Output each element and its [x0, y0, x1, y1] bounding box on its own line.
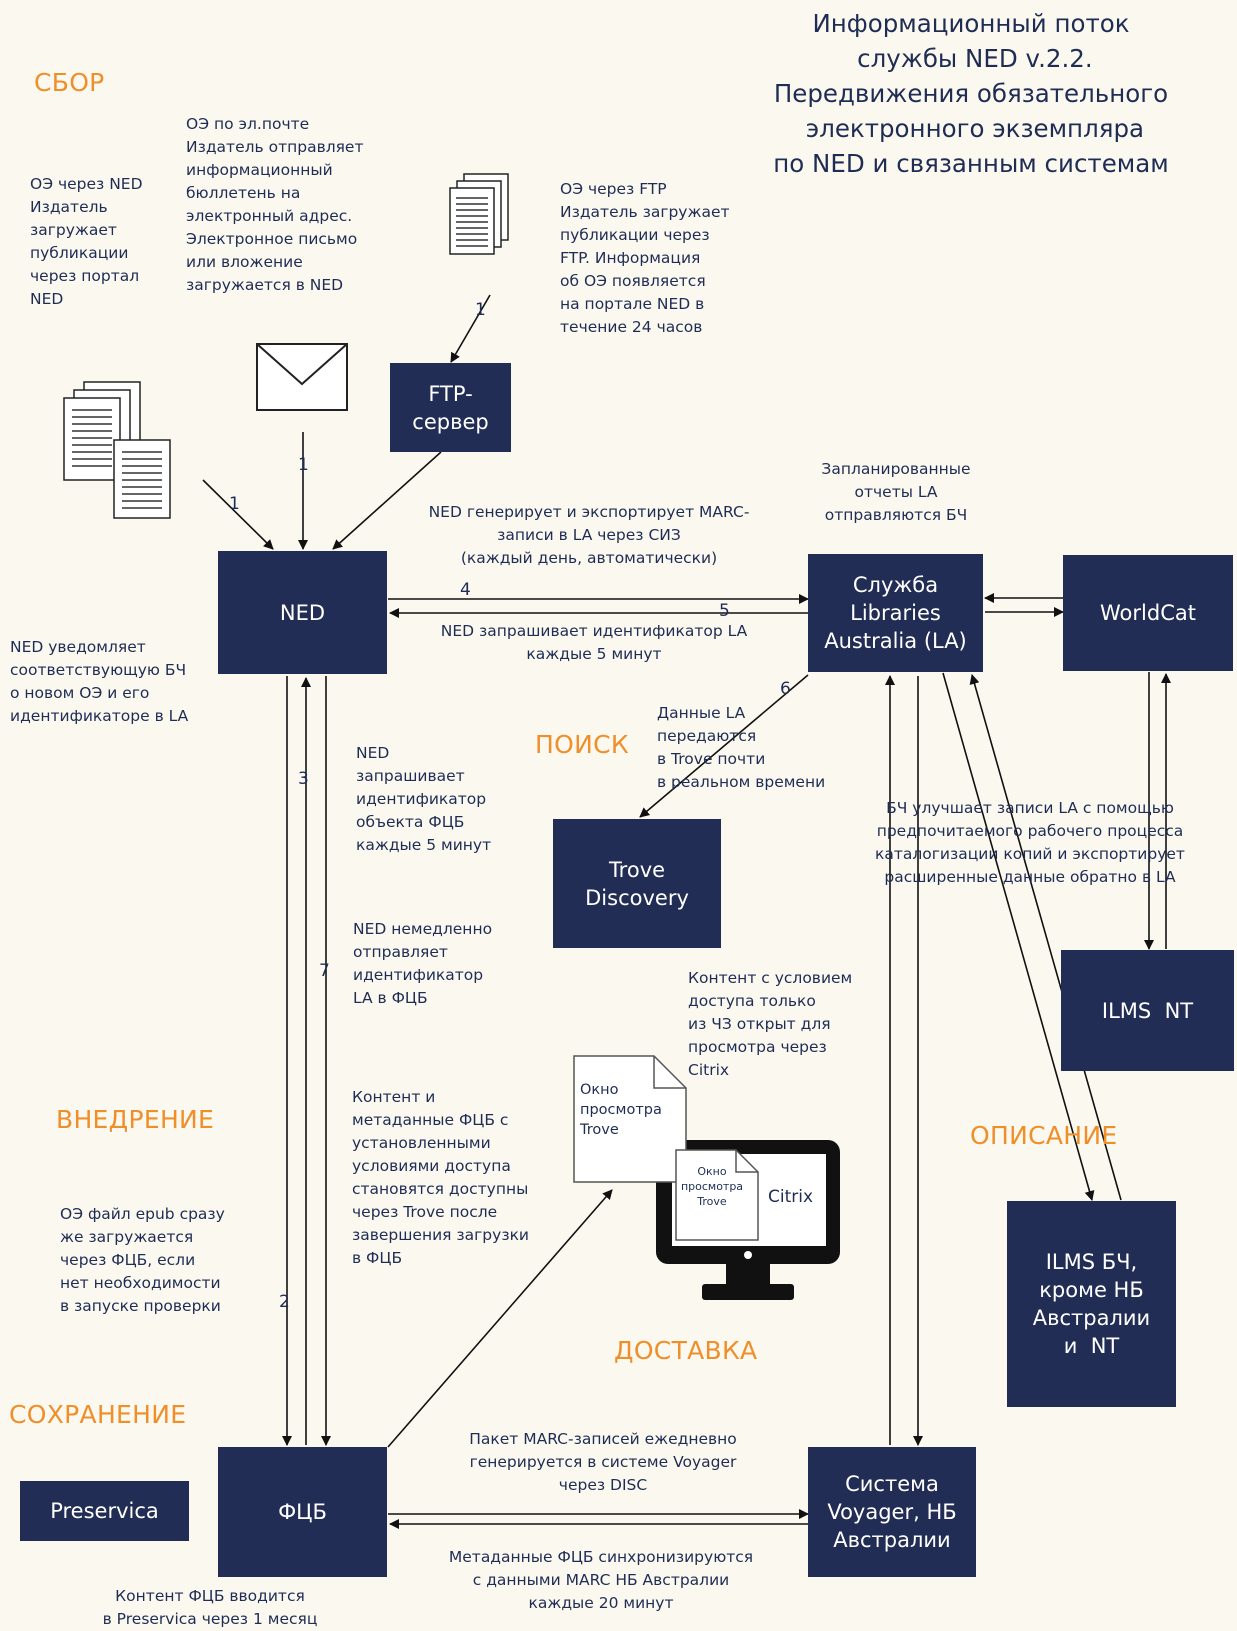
section-implement: ВНЕДРЕНИЕ	[56, 1105, 215, 1134]
note-ned-request-la: NED запрашивает идентификатор LA каждые …	[440, 622, 748, 663]
step-number: 6	[780, 679, 791, 699]
arrow-ftp-docs-to-server	[450, 294, 491, 363]
step-number: 4	[460, 580, 471, 600]
note-portal-upload: ОЭ через NED Издатель загружает публикац…	[30, 175, 143, 308]
note-marc-export: NED генерирует и экспортирует MARC- запи…	[428, 503, 750, 567]
step-number: 2	[279, 1292, 290, 1312]
note-email-upload: ОЭ по эл.почте Издатель отправляет инфор…	[186, 115, 364, 294]
ilms-nt-box[interactable]: ILMS NT	[1061, 950, 1234, 1071]
libraries-australia-box[interactable]: Служба Libraries Australia (LA)	[808, 554, 983, 672]
note-library-improves: БЧ улучшает записи LA с помощью предпочи…	[875, 799, 1185, 886]
section-deliver: ДОСТАВКА	[614, 1336, 758, 1365]
note-epub-upload: ОЭ файл epub сразу же загружается через …	[60, 1205, 225, 1315]
arrow-la-to-trove	[639, 674, 809, 818]
note-metadata-sync: Метаданные ФЦБ синхронизируются с данным…	[448, 1548, 754, 1612]
section-collect: СБОР	[34, 68, 105, 97]
fcb-box[interactable]: ФЦБ	[218, 1447, 387, 1577]
voyager-box[interactable]: Система Voyager, НБ Австралии	[808, 1447, 976, 1577]
step-number: 1	[229, 494, 240, 514]
trove-viewer-document	[572, 1054, 688, 1184]
trove-viewer-small-document	[674, 1148, 760, 1242]
citrix-label: Citrix	[768, 1187, 814, 1207]
envelope-icon	[255, 342, 349, 412]
note-content-via-trove: Контент и метаданные ФЦБ с установленным…	[352, 1088, 530, 1267]
document-stack-icon	[448, 172, 512, 262]
ilms-libraries-box[interactable]: ILMS БЧ, кроме НБ Австралии и NT	[1007, 1201, 1176, 1407]
note-ned-notify-library: NED уведомляет соответствующую БЧ о ново…	[10, 638, 189, 725]
step-number: 3	[298, 769, 309, 789]
arrow-ilms-lib-to-la	[969, 674, 1122, 1201]
preservica-box[interactable]: Preservica	[20, 1481, 189, 1541]
trove-discovery-box[interactable]: Trove Discovery	[553, 819, 721, 948]
step-number: 7	[319, 961, 330, 981]
section-describe: ОПИСАНИЕ	[970, 1121, 1118, 1150]
worldcat-box[interactable]: WorldCat	[1063, 555, 1233, 671]
note-la-to-trove: Данные LA передаются в Trove почти в реа…	[657, 704, 826, 791]
step-number: 1	[475, 300, 486, 320]
diagram-title: Информационный поток службы NED v.2.2. П…	[773, 9, 1169, 178]
section-search: ПОИСК	[535, 730, 629, 759]
step-number: 5	[719, 601, 730, 621]
arrow-portal-to-ned	[202, 479, 274, 550]
step-number: 1	[298, 455, 309, 475]
section-preserve: СОХРАНЕНИЕ	[9, 1400, 187, 1429]
note-ned-sends-id: NED немедленно отправляет идентификатор …	[353, 920, 493, 1007]
note-marc-batch: Пакет MARC-записей ежедневно генерируетс…	[469, 1430, 737, 1494]
note-preservica-ingest: Контент ФЦБ вводится в Preservica через …	[102, 1587, 318, 1628]
arrow-la-to-ilms-lib	[942, 672, 1095, 1201]
arrow-ftp-to-ned	[332, 451, 442, 550]
note-ned-request-fcb: NED запрашивает идентификатор объекта ФЦ…	[356, 744, 492, 854]
arrow-fcb-to-viewer	[387, 1189, 613, 1448]
trove-viewer-small-label: Окно просмотра Trove	[680, 1165, 744, 1208]
note-ftp-upload: ОЭ через FTP Издатель загружает публикац…	[560, 180, 730, 336]
document-pile-icon	[56, 380, 176, 520]
trove-viewer-label: Окно просмотра Trove	[580, 1082, 662, 1138]
note-scheduled-reports: Запланированные отчеты LA отправляются Б…	[821, 460, 971, 524]
note-citrix-access: Контент с условием доступа только из ЧЗ …	[688, 969, 853, 1079]
ftp-server-box[interactable]: FTP- сервер	[390, 363, 511, 452]
ned-box[interactable]: NED	[218, 551, 387, 674]
